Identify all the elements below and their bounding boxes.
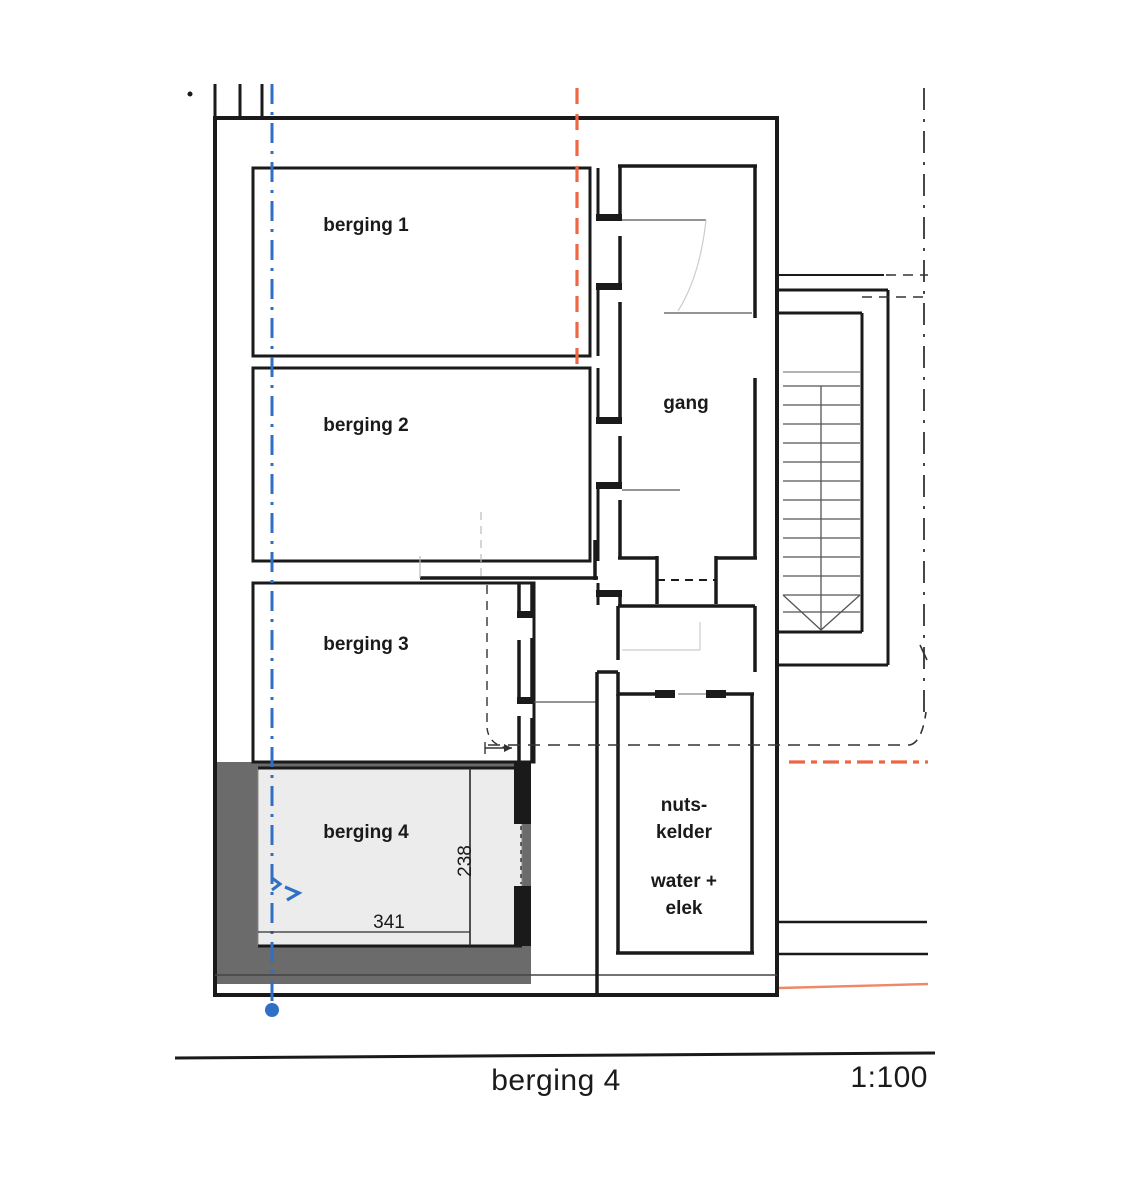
- upper-middle-wall: [420, 540, 598, 580]
- dimension-lines: [258, 768, 471, 946]
- gang-walls: [618, 164, 757, 560]
- middle-partition-jambs: [517, 611, 535, 704]
- room-label-gang: gang: [663, 393, 708, 414]
- room-label-nutskelder-line3: water +: [650, 871, 717, 892]
- stair-treads: [782, 385, 861, 631]
- section-line-blue: [265, 84, 303, 1017]
- corner-dot: [187, 91, 193, 97]
- gang-door-leaves: [622, 219, 752, 491]
- nutskelder-top-jambs: [655, 690, 726, 698]
- dimension-label-depth: 238: [455, 845, 476, 877]
- caption-rule: [174, 1051, 936, 1060]
- dashed-projection-lines: [488, 274, 928, 746]
- dimension-label-width: 341: [373, 912, 405, 933]
- outer-building-walls: [213, 116, 779, 997]
- room-label-nutskelder-line1: nuts-: [661, 795, 707, 816]
- room-label-nutskelder-line4: elek: [666, 898, 703, 919]
- room-label-nutskelder-line2: kelder: [656, 822, 713, 843]
- gang-door-arc: [677, 219, 707, 312]
- room-label-berging-3: berging 3: [323, 634, 409, 655]
- room-label-berging-2: berging 2: [323, 415, 409, 436]
- nutskelder-walls: [616, 692, 754, 955]
- nutskelder-outer-partition: [595, 670, 620, 995]
- top-left-tick-marks: [213, 84, 264, 118]
- property-line-tick: [919, 644, 928, 661]
- caption-scale: 1:100: [850, 1061, 928, 1094]
- upper-chamber-walls: [616, 604, 757, 672]
- berging-3-door-swing: [484, 585, 512, 754]
- berging-4-highlight: [213, 762, 531, 984]
- room-label-berging-1: berging 1: [323, 215, 409, 236]
- gang-door-jambs: [596, 214, 622, 597]
- berging-4-floor-fill: [257, 767, 523, 947]
- stair-inner-walls: [779, 311, 864, 634]
- stair-enclosure: [779, 288, 890, 667]
- interior-guide-lines: [419, 512, 482, 578]
- berging-2-walls: [251, 366, 592, 563]
- room-label-berging-4: berging 4: [323, 822, 409, 843]
- right-exterior-lines: [779, 920, 928, 956]
- berging-4-right-wall: [514, 762, 531, 946]
- caption-title: berging 4: [491, 1064, 621, 1097]
- berging-3-walls: [251, 581, 536, 764]
- berging-1-walls: [251, 166, 592, 358]
- section-line-orange-horizontal: [778, 760, 929, 990]
